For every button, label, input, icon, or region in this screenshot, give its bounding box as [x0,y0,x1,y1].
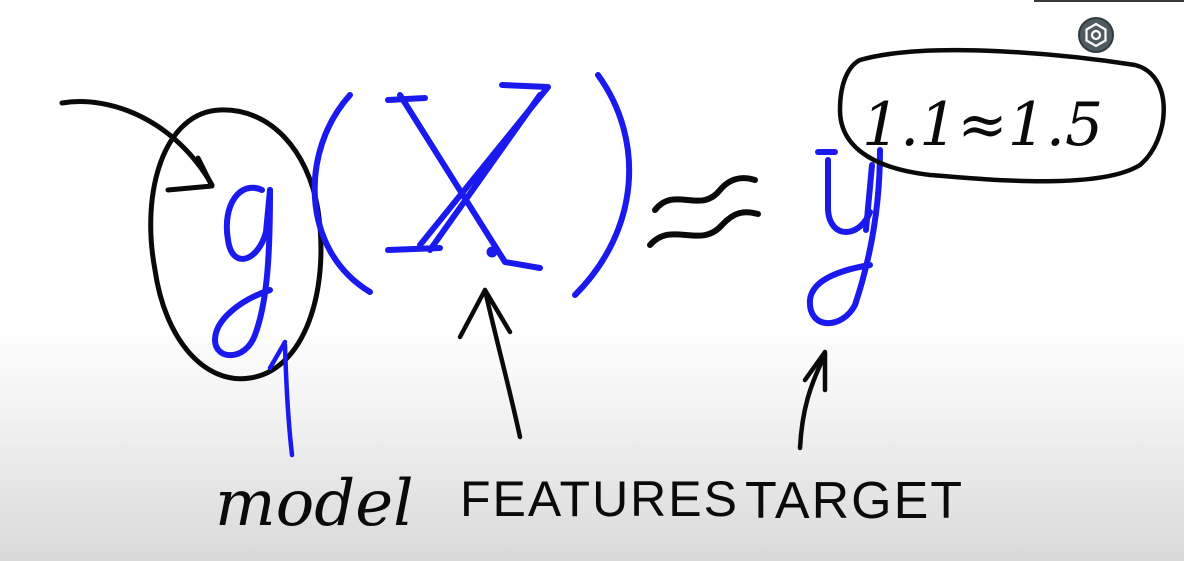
top-edge-bar [1034,0,1184,2]
model-symbol-g [212,185,273,359]
features-arrow [457,287,523,440]
target-symbol-y [806,147,883,327]
model-highlight-circle [148,107,324,382]
label-features: FEATURES [460,471,739,527]
pointer-arrow-to-model [59,99,215,193]
model-arrow [267,339,295,458]
approx-note-ellipse [837,47,1166,184]
features-symbol-x [385,82,551,271]
approx-sign [647,175,761,248]
target-arrow [797,349,828,451]
settings-hexagon-icon [1078,17,1114,53]
close-paren [572,72,633,298]
settings-button[interactable] [1077,16,1115,54]
label-target: TARGET [745,472,964,530]
label-model: model [215,467,414,541]
approx-note-text: 1.1≈1.5 [862,90,1103,160]
open-paren [311,92,373,295]
